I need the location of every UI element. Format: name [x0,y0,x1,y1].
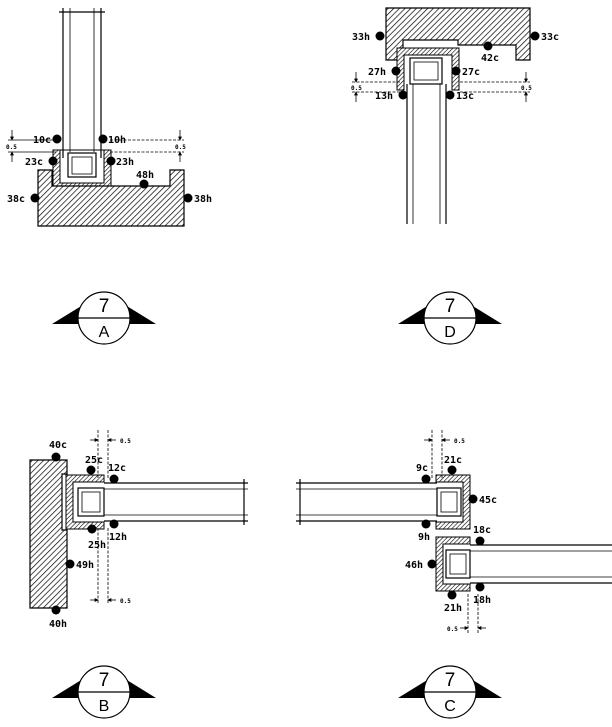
point-18c [475,536,485,546]
section-marker-d: 7 D [398,291,502,345]
label-25c: 25c [85,455,103,466]
point-23h [106,156,116,166]
label-33h: 33h [352,32,370,43]
point-46h [427,559,437,569]
dim-right: 0.5 [521,85,532,92]
point-49h [65,559,75,569]
label-38c: 38c [7,194,25,205]
label-18h: 18h [473,595,491,606]
point-40h [51,605,61,615]
marker-number: 7 [99,670,110,691]
label-9c: 9c [416,463,428,474]
point-45c [468,494,478,504]
point-38c [30,193,40,203]
section-marker-c: 7 C [398,665,502,719]
marker-letter: C [444,698,456,715]
label-27h: 27h [368,67,386,78]
point-18h [475,582,485,592]
marker-number: 7 [445,670,456,691]
point-38h [183,193,193,203]
point-25h [87,524,97,534]
detail-a: 10c 10h 23c 23h 48h 38c 38h 0.5 0.5 [6,8,212,227]
point-33h [375,31,385,41]
point-33c [530,31,540,41]
label-49h: 49h [76,560,94,571]
point-12h [109,519,119,529]
dim-left: 0.5 [6,144,17,151]
label-18c: 18c [473,525,491,536]
section-marker-b: 7 B [52,665,156,719]
label-40c: 40c [49,440,67,451]
label-42c: 42c [481,53,499,64]
detail-b: 40c 25c 12c 25h 12h 49h 40h 0.5 0.5 [29,430,248,630]
point-10h [98,134,108,144]
label-10h: 10h [108,135,126,146]
dim-bottom: 0.5 [120,598,131,605]
point-9h [421,519,431,529]
label-12c: 12c [108,463,126,474]
point-12c [109,474,119,484]
point-25c [86,465,96,475]
label-21c: 21c [444,455,462,466]
point-42c [483,41,493,51]
point-27h [391,66,401,76]
point-13h [398,90,408,100]
label-27c: 27c [462,67,480,78]
label-48h: 48h [136,170,154,181]
label-21h: 21h [444,603,462,614]
marker-letter: B [99,698,110,715]
detail-d: 33h 33c 42c 27h 27c 13h 13c 0.5 0.5 [351,7,559,224]
point-48h [139,179,149,189]
point-10c [52,134,62,144]
label-38h: 38h [194,194,212,205]
label-23c: 23c [25,157,43,168]
dim-top: 0.5 [120,438,131,445]
marker-letter: A [99,324,110,341]
point-13c [445,90,455,100]
point-23c [48,156,58,166]
point-21c [447,465,457,475]
label-40h: 40h [49,619,67,630]
label-13c: 13c [456,91,474,102]
label-9h: 9h [418,532,430,543]
marker-letter: D [444,324,456,341]
dim-left: 0.5 [351,85,362,92]
point-21h [447,590,457,600]
dim-right: 0.5 [175,144,186,151]
point-40c [51,452,61,462]
marker-number: 7 [99,296,110,317]
label-46h: 46h [405,560,423,571]
label-10c: 10c [33,135,51,146]
label-25h: 25h [88,540,106,551]
section-marker-a: 7 A [52,291,156,345]
dim-bottom: 0.5 [447,626,458,633]
label-23h: 23h [116,157,134,168]
dim-top: 0.5 [454,438,465,445]
label-45c: 45c [479,495,497,506]
label-13h: 13h [375,91,393,102]
detail-c: 9c 21c 45c 9h 18c 46h 21h 18h 0.5 0.5 [296,430,612,634]
point-27c [451,66,461,76]
label-12h: 12h [109,532,127,543]
point-9c [421,474,431,484]
label-33c: 33c [541,32,559,43]
marker-number: 7 [445,296,456,317]
